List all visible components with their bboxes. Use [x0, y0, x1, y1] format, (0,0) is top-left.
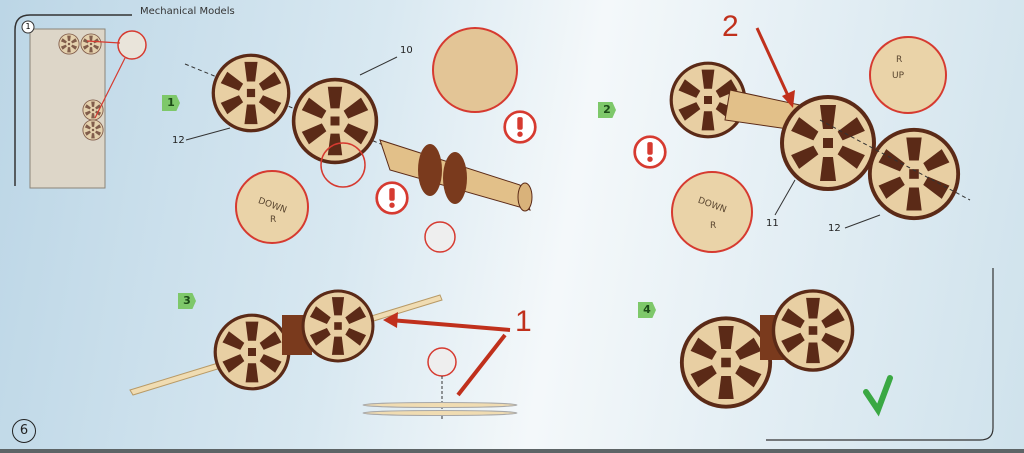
toothpick	[362, 402, 518, 408]
part-label-12: 12	[172, 135, 185, 146]
zoom-text-r: R	[270, 215, 276, 225]
wheel-part-11	[780, 95, 876, 191]
zoom-circle-detail	[432, 27, 518, 113]
step-badge-4: 4	[638, 302, 656, 318]
zoom-text-r: R	[710, 221, 716, 231]
callout-arrow	[389, 318, 511, 332]
leader-line	[844, 214, 881, 229]
wheel-part-12	[867, 127, 961, 221]
callout-number-1: 1	[515, 305, 532, 338]
callout-arrowhead	[782, 90, 795, 108]
wheel-assembled	[213, 313, 291, 391]
leader-line	[185, 127, 231, 141]
part-label-11: 11	[766, 218, 779, 229]
wheel-assembled	[679, 316, 773, 409]
frame-line	[766, 268, 994, 441]
warning-icon	[503, 110, 537, 144]
callout-arrow	[755, 27, 792, 101]
page-number: 6	[12, 419, 36, 443]
zoom-circle-small	[427, 347, 457, 377]
zoom-circle-text	[235, 170, 309, 244]
sheet-number-badge	[21, 20, 35, 34]
warning-icon	[375, 181, 409, 215]
zoom-circle-text	[671, 171, 753, 253]
callout-arrow	[456, 333, 507, 397]
sheet-arrows	[86, 40, 126, 119]
leader-line	[359, 56, 398, 76]
wheel-assembled	[771, 289, 855, 372]
zoom-circle-text	[869, 36, 947, 114]
zoom-text-r: R	[896, 55, 902, 65]
highlight-circle	[320, 142, 366, 188]
sheet-zoom-circle	[117, 30, 147, 60]
part-label-10: 10	[400, 45, 413, 56]
axle-assembly	[379, 139, 533, 212]
sheet-number: 1	[25, 22, 31, 31]
warning-icon	[633, 135, 667, 169]
leader-line	[774, 179, 796, 216]
frame-line	[14, 14, 132, 186]
wheel-part-10	[291, 77, 379, 165]
zoom-text-up: UP	[892, 71, 905, 81]
wheel-part-12	[211, 53, 291, 133]
step-badge-1: 1	[162, 95, 180, 111]
step-badge-2: 2	[598, 102, 616, 118]
checkmark-icon	[863, 375, 893, 417]
wheel-assembled	[301, 289, 375, 363]
bottom-bar	[0, 449, 1024, 453]
header-title: Mechanical Models	[140, 6, 235, 17]
zoom-circle-small	[424, 221, 456, 253]
step-badge-3: 3	[178, 293, 196, 309]
axis-line	[819, 119, 971, 201]
callout-number-2: 2	[722, 10, 739, 43]
part-label-12: 12	[828, 223, 841, 234]
toothpick	[362, 410, 518, 416]
callout-arrowhead	[383, 312, 398, 328]
